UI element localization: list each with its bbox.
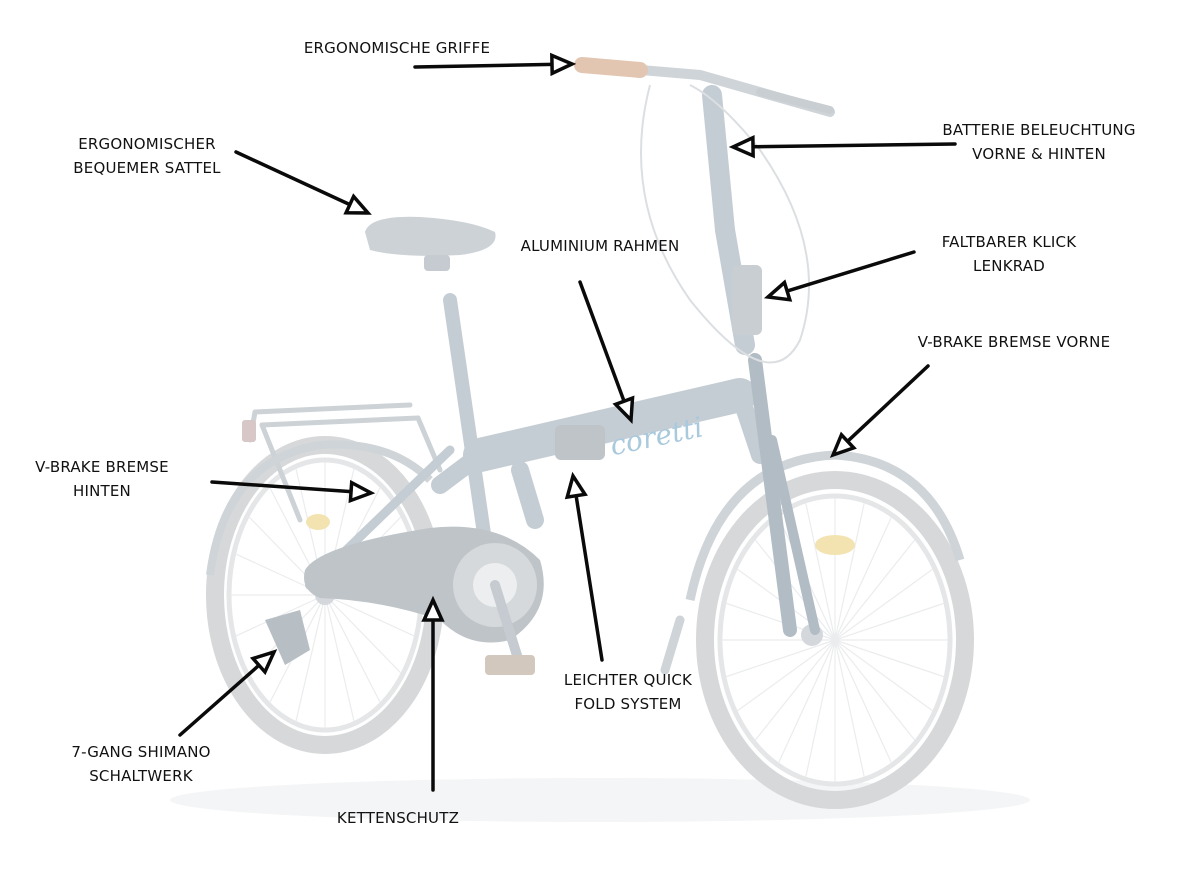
label-rahmen-line: ALUMINIUM RAHMEN [520, 237, 680, 255]
handlebar [574, 57, 835, 117]
saddle [365, 216, 496, 256]
arrow-lenkrad [763, 250, 916, 302]
arrow-bremse-hinten [210, 479, 376, 504]
derailleur [265, 610, 310, 665]
label-quick-fold-line: LEICHTER QUICK [563, 671, 693, 689]
label-beleuchtung: BATTERIE BELEUCHTUNG VORNE & HINTEN [942, 118, 1135, 166]
arrow-schaltwerk [178, 649, 278, 737]
front-wheel [696, 471, 974, 809]
label-bremse-hinten-line: HINTEN [72, 482, 131, 500]
arrow-sattel [234, 150, 372, 215]
pedal [485, 655, 535, 675]
label-lenkrad-line: FALTBARER KLICK [941, 233, 1077, 251]
label-bremse-hinten: V-BRAKE BREMSE HINTEN [35, 455, 169, 503]
stem-clamp [732, 265, 762, 335]
label-sattel-line: BEQUEMER SATTEL [73, 159, 221, 177]
arrow-griffe [413, 52, 577, 77]
label-bremse-vorne-line: V-BRAKE BREMSE VORNE [917, 333, 1111, 351]
callout-arrows [178, 52, 957, 792]
front-reflector [815, 535, 855, 555]
label-rahmen: ALUMINIUM RAHMEN [521, 234, 680, 258]
label-griffe: ERGONOMISCHE GRIFFE [304, 36, 490, 60]
label-schaltwerk: 7-GANG SHIMANO SCHALTWERK [71, 740, 210, 788]
rear-light [242, 420, 256, 442]
rear-reflector [306, 514, 330, 530]
label-lenkrad: FALTBARER KLICK LENKRAD [942, 230, 1077, 278]
label-bremse-vorne: V-BRAKE BREMSE VORNE [918, 330, 1111, 354]
arrow-kettenschutz [421, 595, 445, 792]
label-beleuchtung-line: BATTERIE BELEUCHTUNG [942, 121, 1136, 139]
label-schaltwerk-line: 7-GANG SHIMANO [71, 743, 211, 761]
label-griffe-line: ERGONOMISCHE GRIFFE [303, 39, 491, 57]
label-beleuchtung-line: VORNE & HINTEN [972, 145, 1106, 163]
label-sattel-line: ERGONOMISCHER [78, 135, 216, 153]
arrow-quick-fold [564, 471, 604, 662]
label-kettenschutz-line: KETTENSCHUTZ [336, 809, 460, 827]
label-schaltwerk-line: SCHALTWERK [89, 767, 193, 785]
arrow-rahmen [578, 280, 635, 425]
label-quick-fold-line: FOLD SYSTEM [574, 695, 682, 713]
arrow-beleuchtung [728, 135, 957, 159]
label-bremse-hinten-line: V-BRAKE BREMSE [35, 458, 169, 476]
arrow-bremse-vorne [829, 364, 930, 458]
label-lenkrad-line: LENKRAD [973, 257, 1045, 275]
label-kettenschutz: KETTENSCHUTZ [337, 806, 459, 830]
label-sattel: ERGONOMISCHER BEQUEMER SATTEL [73, 132, 220, 180]
rear-fender [206, 440, 433, 576]
label-quick-fold: LEICHTER QUICK FOLD SYSTEM [564, 668, 692, 716]
fold-hinge [555, 425, 605, 460]
